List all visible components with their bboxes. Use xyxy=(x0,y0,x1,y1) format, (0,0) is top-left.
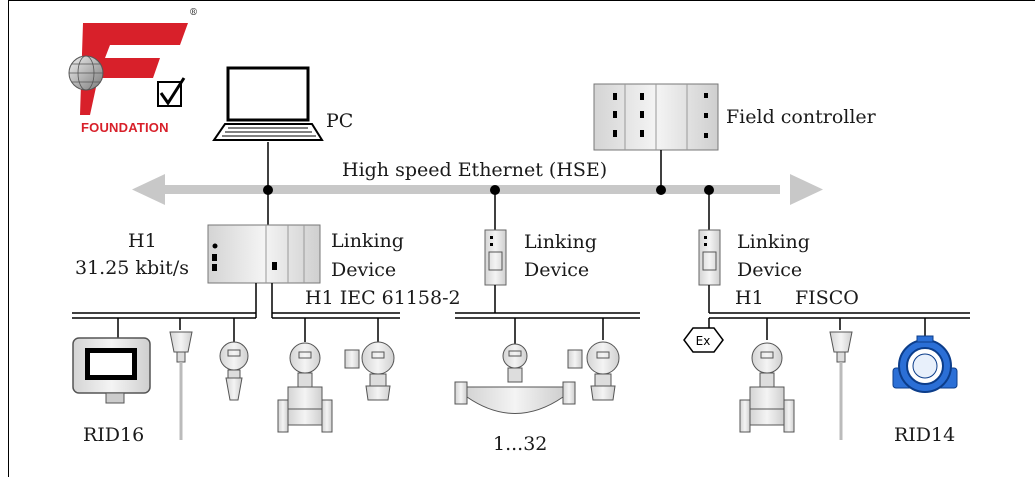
linking-device-3-label-line1: Linking xyxy=(737,231,810,253)
rid16-display-icon xyxy=(72,337,151,404)
rid14-label: RID14 xyxy=(894,424,956,446)
drop-lines xyxy=(117,318,926,345)
hse-label: High speed Ethernet (HSE) xyxy=(342,159,608,181)
pressure-transmitter-2-icon xyxy=(567,341,620,401)
linking-device-1-label-line1: Linking xyxy=(331,230,404,252)
pc-laptop-icon xyxy=(212,66,324,228)
flow-transmitter-1-icon xyxy=(277,342,333,433)
linking-device-1-icon xyxy=(207,224,321,318)
pressure-transmitter-1-icon xyxy=(344,341,395,401)
ex-hazard-icon: Ex xyxy=(683,327,724,353)
field-controller-icon xyxy=(593,83,719,195)
logo-checkbox-icon xyxy=(157,81,182,107)
h1-fisco-label: FISCO xyxy=(795,287,859,309)
linking-device-2-label-line1: Linking xyxy=(524,231,597,253)
level-transmitter-icon xyxy=(219,341,249,401)
coriolis-flowmeter-icon xyxy=(454,343,576,414)
device-count-label: 1...32 xyxy=(493,433,548,455)
h1-label: H1 xyxy=(128,230,157,252)
frame-left-border xyxy=(8,0,9,477)
linking-device-3-icon xyxy=(698,185,721,313)
frame-top-border xyxy=(8,0,1035,1)
field-controller-label: Field controller xyxy=(726,106,876,128)
h1-bus-lines xyxy=(72,312,970,319)
logo-wordmark: FOUNDATION xyxy=(81,120,169,135)
ex-symbol-text: Ex xyxy=(696,334,711,348)
logo-f-shape xyxy=(80,23,188,115)
foundation-logo xyxy=(68,23,188,115)
pc-label: PC xyxy=(326,110,354,132)
h1-fisco-h1-label: H1 xyxy=(735,287,764,309)
logo-registered-mark: ® xyxy=(189,8,198,18)
logo-checkmark-icon xyxy=(159,77,186,106)
temperature-sensor-icon xyxy=(169,331,193,440)
flow-transmitter-2-icon xyxy=(739,342,795,433)
linking-device-2-label-line2: Device xyxy=(524,259,590,281)
rid14-housing-icon xyxy=(892,335,958,393)
rid16-label: RID16 xyxy=(83,424,145,446)
h1-iec-label: H1 IEC 61158-2 xyxy=(305,287,461,309)
linking-device-1-label-line2: Device xyxy=(331,259,397,281)
hse-bus-arrow xyxy=(132,174,823,205)
temperature-sensor-2-icon xyxy=(829,331,853,440)
h1-speed-label: 31.25 kbit/s xyxy=(75,257,189,279)
linking-device-2-icon xyxy=(484,185,507,313)
linking-device-3-label-line2: Device xyxy=(737,259,803,281)
